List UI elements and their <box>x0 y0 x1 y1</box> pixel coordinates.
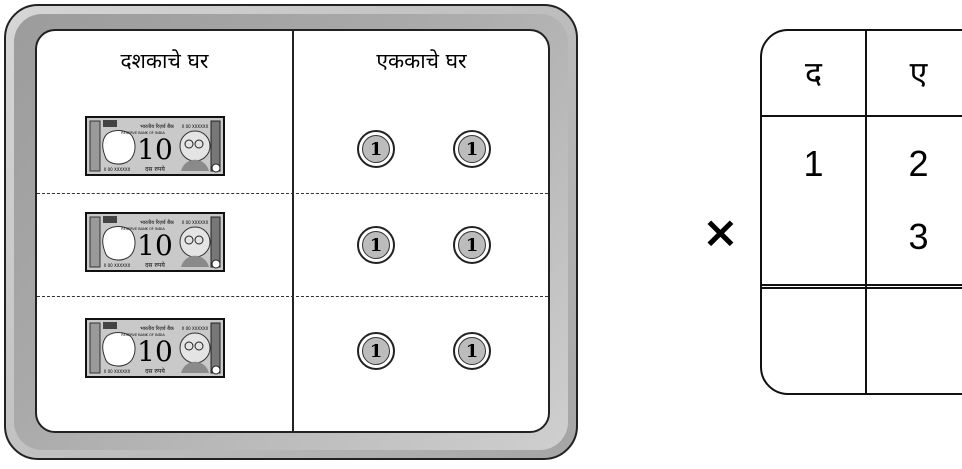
grid-column-divider <box>865 31 867 393</box>
note-serial: X 00 XXXXXX <box>182 124 209 129</box>
column-divider <box>292 31 294 431</box>
note-bank-name-en: RESERVE BANK OF INDIA <box>121 227 165 231</box>
one-rupee-coin: 1 <box>357 332 395 370</box>
note-serial: X 00 XXXXXX <box>104 369 131 374</box>
one-rupee-coin: 1 <box>357 130 395 168</box>
tens-column-header: द <box>805 54 822 92</box>
row-divider <box>37 193 548 194</box>
coin-value: 1 <box>362 337 390 365</box>
coin-value: 1 <box>362 231 390 259</box>
note-value: 10 <box>137 335 173 368</box>
note-serial: X 00 XXXXXX <box>182 220 209 225</box>
note-serial: X 00 XXXXXX <box>182 326 209 331</box>
grid-result-divider <box>762 284 962 291</box>
multiplication-grid: द ए 1 2 3 <box>760 29 962 395</box>
note-words: दस रुपये <box>145 165 165 173</box>
one-rupee-coin: 1 <box>453 130 491 168</box>
note-bank-name: भारतीय रिज़र्व बैंक <box>140 123 174 130</box>
coin-value: 1 <box>362 135 390 163</box>
coin-value: 1 <box>458 337 486 365</box>
note-bank-name-en: RESERVE BANK OF INDIA <box>121 333 165 337</box>
multiplicand-tens: 1 <box>803 143 824 184</box>
note-words: दस रुपये <box>145 261 165 269</box>
tens-place-header: दशकाचे घर <box>120 49 209 73</box>
ones-column-header: ए <box>909 54 928 92</box>
one-rupee-coin: 1 <box>453 332 491 370</box>
ones-place-header: एककाचे घर <box>376 49 467 73</box>
note-bank-name-en: RESERVE BANK OF INDIA <box>121 131 165 135</box>
note-serial: X 00 XXXXXX <box>104 263 131 268</box>
multiply-icon: × <box>702 207 739 258</box>
coin-value: 1 <box>458 135 486 163</box>
one-rupee-coin: 1 <box>453 226 491 264</box>
grid-header-divider <box>762 115 962 117</box>
multiplier-ones: 3 <box>908 216 929 257</box>
note-words: दस रुपये <box>145 367 165 375</box>
note-bank-name: भारतीय रिज़र्व बैंक <box>140 325 174 332</box>
row-divider <box>37 296 548 297</box>
note-bank-name: भारतीय रिज़र्व बैंक <box>140 219 174 226</box>
multiplicand-ones: 2 <box>908 143 929 184</box>
note-value: 10 <box>137 133 173 166</box>
coin-value: 1 <box>458 231 486 259</box>
note-value: 10 <box>137 229 173 262</box>
note-serial: X 00 XXXXXX <box>104 167 131 172</box>
one-rupee-coin: 1 <box>357 226 395 264</box>
